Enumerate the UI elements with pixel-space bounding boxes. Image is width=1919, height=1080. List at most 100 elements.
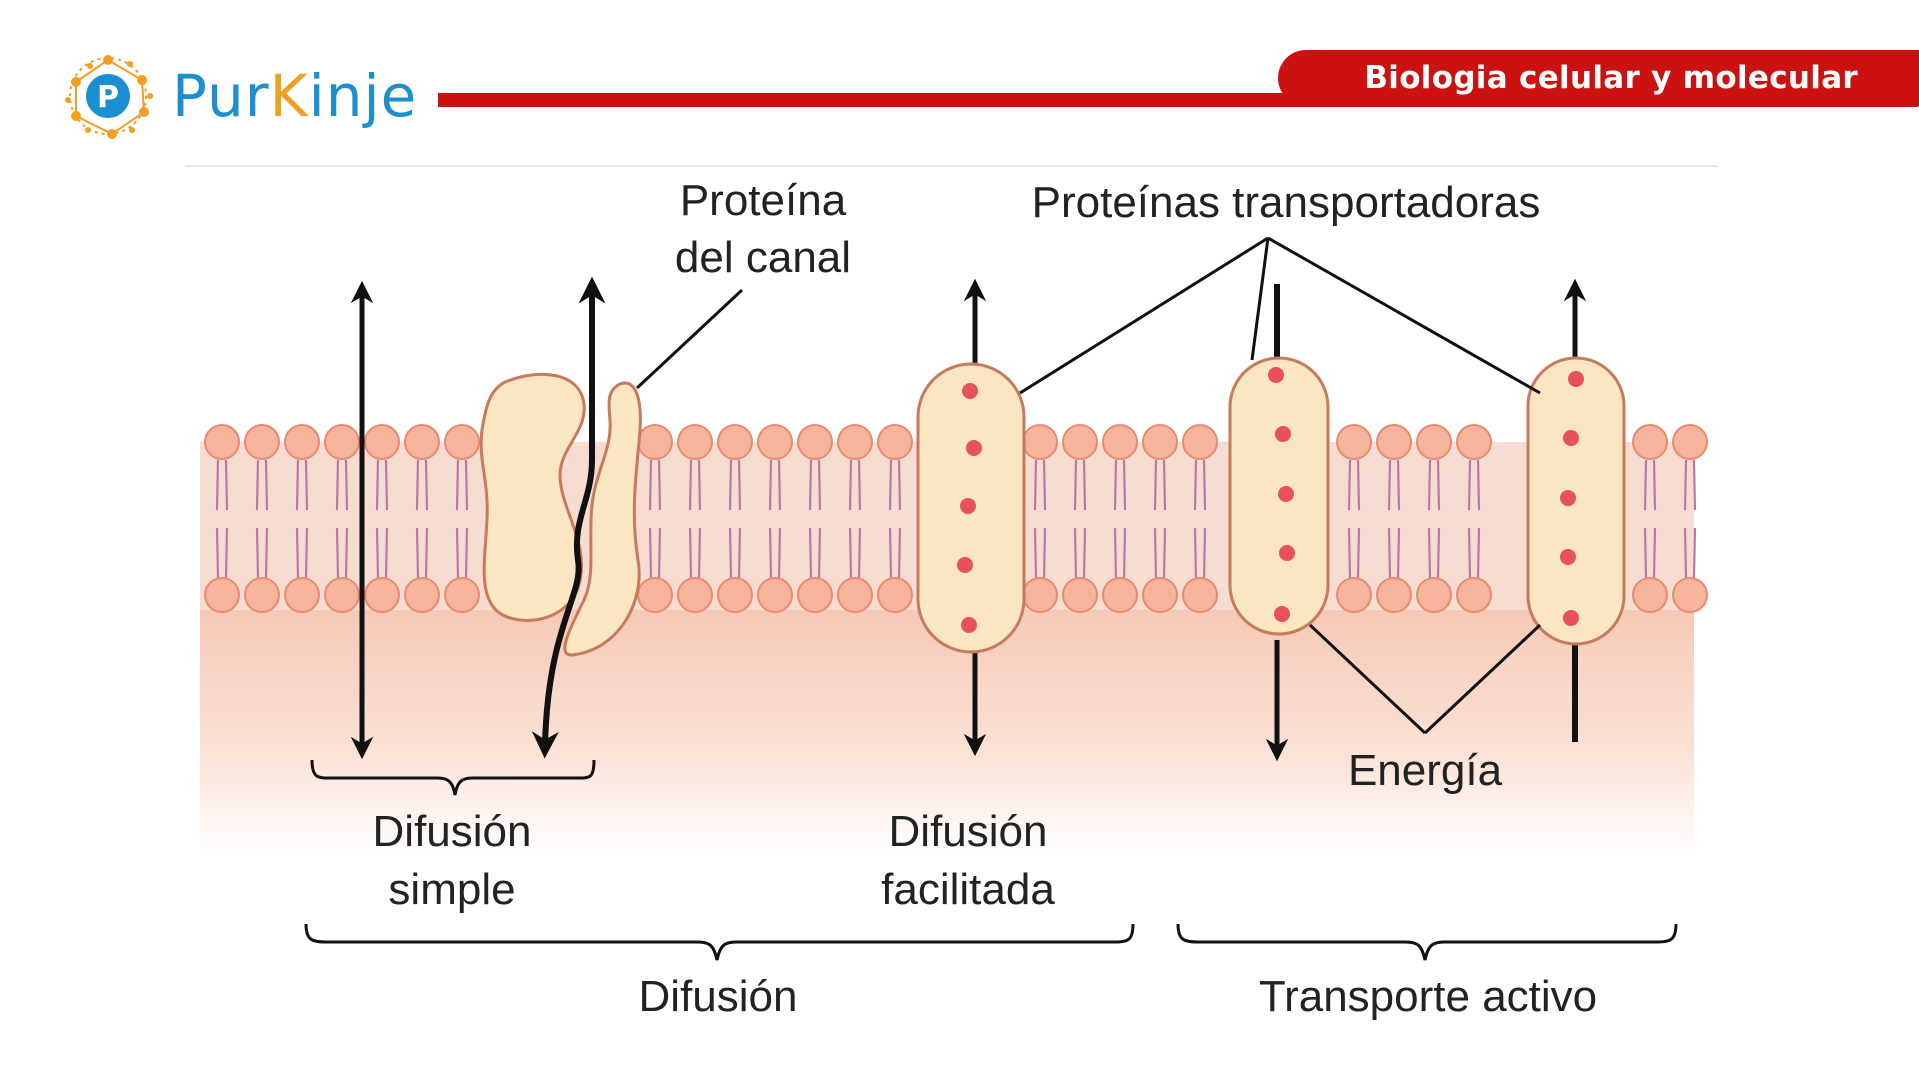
channel-protein-label-line2: del canal	[675, 233, 851, 282]
lipid-tail	[455, 459, 469, 579]
lipid-tail	[1467, 459, 1481, 579]
lipid-tail	[295, 459, 309, 579]
lipid-head	[677, 577, 713, 613]
lipid-head	[1376, 424, 1412, 460]
diffusion-label: Difusión	[639, 972, 798, 1021]
lipid-tail	[1643, 459, 1657, 579]
lipid-head	[837, 424, 873, 460]
lipid-head	[1416, 577, 1452, 613]
lipid-head	[1632, 424, 1668, 460]
lipid-tail	[688, 459, 702, 579]
braces	[304, 759, 1678, 961]
lipid-tail	[888, 459, 902, 579]
lipid-head	[1102, 577, 1138, 613]
channel-transport-arrow	[531, 276, 606, 759]
lipid-tail	[1033, 459, 1047, 579]
lipid-head	[637, 424, 673, 460]
lipid-head	[444, 424, 480, 460]
carrier-binding-sites	[957, 383, 982, 633]
active-transport-label: Transporte activo	[1259, 972, 1597, 1021]
lipid-head	[1456, 424, 1492, 460]
lipid-head	[284, 577, 320, 613]
lipid-head	[1142, 577, 1178, 613]
active-transport-brace	[1176, 923, 1678, 961]
lipid-tail	[808, 459, 822, 579]
cytoplasm-region	[200, 610, 1694, 855]
lipid-head	[1022, 424, 1058, 460]
svg-text:P: P	[97, 80, 119, 115]
channel-protein-label-line1: Proteína	[680, 176, 847, 225]
facilitated-diffusion-label-line2: facilitada	[881, 865, 1055, 914]
lipid-head	[837, 577, 873, 613]
lipid-head	[1336, 424, 1372, 460]
course-title: Biologia celular y molecular	[1364, 60, 1858, 96]
lipid-head	[877, 424, 913, 460]
lipid-head	[717, 577, 753, 613]
course-title-tab	[1278, 50, 1919, 106]
lipid-head	[404, 577, 440, 613]
lipid-head	[244, 424, 280, 460]
channel-label-leader	[635, 288, 744, 390]
lipid-head	[1102, 424, 1138, 460]
lipid-head	[1632, 577, 1668, 613]
lipid-tail	[215, 459, 229, 579]
lipid-tail	[375, 459, 389, 579]
lipid-tail	[1073, 459, 1087, 579]
energy-label-leaders	[1308, 623, 1542, 735]
lipid-head	[444, 577, 480, 613]
simple-diffusion-brace	[310, 759, 596, 796]
lipid-head	[1416, 424, 1452, 460]
lipid-head	[677, 424, 713, 460]
lipid-tail	[1387, 459, 1401, 579]
lipid-head	[1376, 577, 1412, 613]
lipid-tail	[1193, 459, 1207, 579]
lipid-head	[1672, 424, 1708, 460]
simple-diffusion-label-line1: Difusión	[373, 807, 532, 856]
lipid-tail	[648, 459, 662, 579]
simple-diffusion-label-line2: simple	[388, 865, 515, 914]
carrier-label-leaders	[1019, 236, 1541, 395]
energy-label: Energía	[1348, 746, 1503, 795]
slide-header: P PurKinje Biologia celular y molecular	[0, 0, 1919, 140]
lipid-head	[1142, 424, 1178, 460]
lipid-head	[1062, 424, 1098, 460]
lipid-head	[797, 577, 833, 613]
lipid-tail	[1113, 459, 1127, 579]
lipid-tails	[215, 459, 1697, 579]
logo-wordmark: PurKinje	[172, 62, 418, 130]
lipid-heads-inner	[204, 577, 1708, 613]
lipid-tail	[1153, 459, 1167, 579]
lipid-head	[637, 577, 673, 613]
diffusion-brace	[304, 923, 1135, 961]
lipid-head	[324, 577, 360, 613]
lipid-head	[1336, 577, 1372, 613]
lipid-head	[204, 424, 240, 460]
lipid-heads-outer	[204, 424, 1708, 460]
lipid-head	[1062, 577, 1098, 613]
lipid-head	[364, 577, 400, 613]
lipid-tail	[1347, 459, 1361, 579]
lipid-head	[1456, 577, 1492, 613]
lipid-head	[1022, 577, 1058, 613]
lipid-head	[1672, 577, 1708, 613]
lipid-tail	[848, 459, 862, 579]
lipid-head	[1182, 577, 1218, 613]
lipid-tail	[335, 459, 349, 579]
facilitated-diffusion-label-line1: Difusión	[889, 807, 1048, 856]
lipid-tail	[768, 459, 782, 579]
lipid-head	[244, 577, 280, 613]
lipid-head	[204, 577, 240, 613]
lipid-tail	[1683, 459, 1697, 579]
lipid-head	[284, 424, 320, 460]
lipid-tail	[1427, 459, 1441, 579]
lipid-head	[877, 577, 913, 613]
lipid-head	[757, 577, 793, 613]
lipid-head	[364, 424, 400, 460]
lipid-tail	[255, 459, 269, 579]
lipid-head	[797, 424, 833, 460]
carrier-proteins-label: Proteínas transportadoras	[1032, 178, 1541, 227]
lipid-tail	[728, 459, 742, 579]
carrier-protein-active-2	[1526, 356, 1626, 646]
purkinje-logo-icon: P	[65, 55, 153, 139]
